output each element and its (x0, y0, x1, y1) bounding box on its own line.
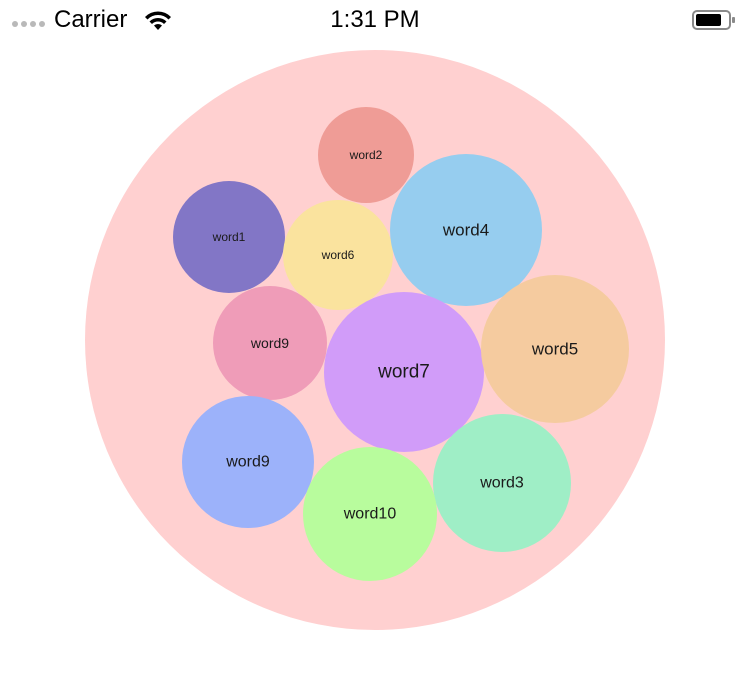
bubble-label: word7 (377, 362, 430, 383)
bubble-circle (481, 275, 629, 423)
bubble-label: word2 (349, 148, 383, 162)
signal-strength-icon (12, 21, 45, 27)
bubble-label: word3 (479, 475, 524, 492)
wifi-icon (145, 11, 171, 30)
bubble-circle (324, 292, 484, 452)
bubble-label: word9 (225, 454, 270, 471)
bubble: word4 (390, 154, 542, 306)
bubble-label: word6 (321, 248, 355, 262)
bubble: word2 (318, 107, 414, 203)
bubble-circle (182, 396, 314, 528)
bubble: word6 (283, 200, 393, 310)
battery-icon (692, 10, 735, 30)
bubble-circle (318, 107, 414, 203)
bubble-label: word9 (250, 335, 289, 351)
bubble: word9 (213, 286, 327, 400)
bubble: word7 (324, 292, 484, 452)
bubble-circle (283, 200, 393, 310)
carrier-name: Carrier (54, 6, 128, 33)
bubble: word5 (481, 275, 629, 423)
bubble-circle (213, 286, 327, 400)
bubble-label: word4 (442, 221, 489, 240)
bubble-label: word1 (212, 230, 246, 244)
status-time: 1:31 PM (330, 6, 420, 33)
bubble: word3 (433, 414, 571, 552)
bubble-circle (303, 447, 437, 581)
bubble: word1 (173, 181, 285, 293)
status-bar: Carrier 1:31 PM (0, 0, 750, 40)
bubble: word10 (303, 447, 437, 581)
bubble-circle (390, 154, 542, 306)
bubble-label: word10 (343, 506, 397, 523)
bubble: word9 (182, 396, 314, 528)
bubble-circle (433, 414, 571, 552)
bubble-label: word5 (531, 340, 578, 359)
bubble-circle (173, 181, 285, 293)
